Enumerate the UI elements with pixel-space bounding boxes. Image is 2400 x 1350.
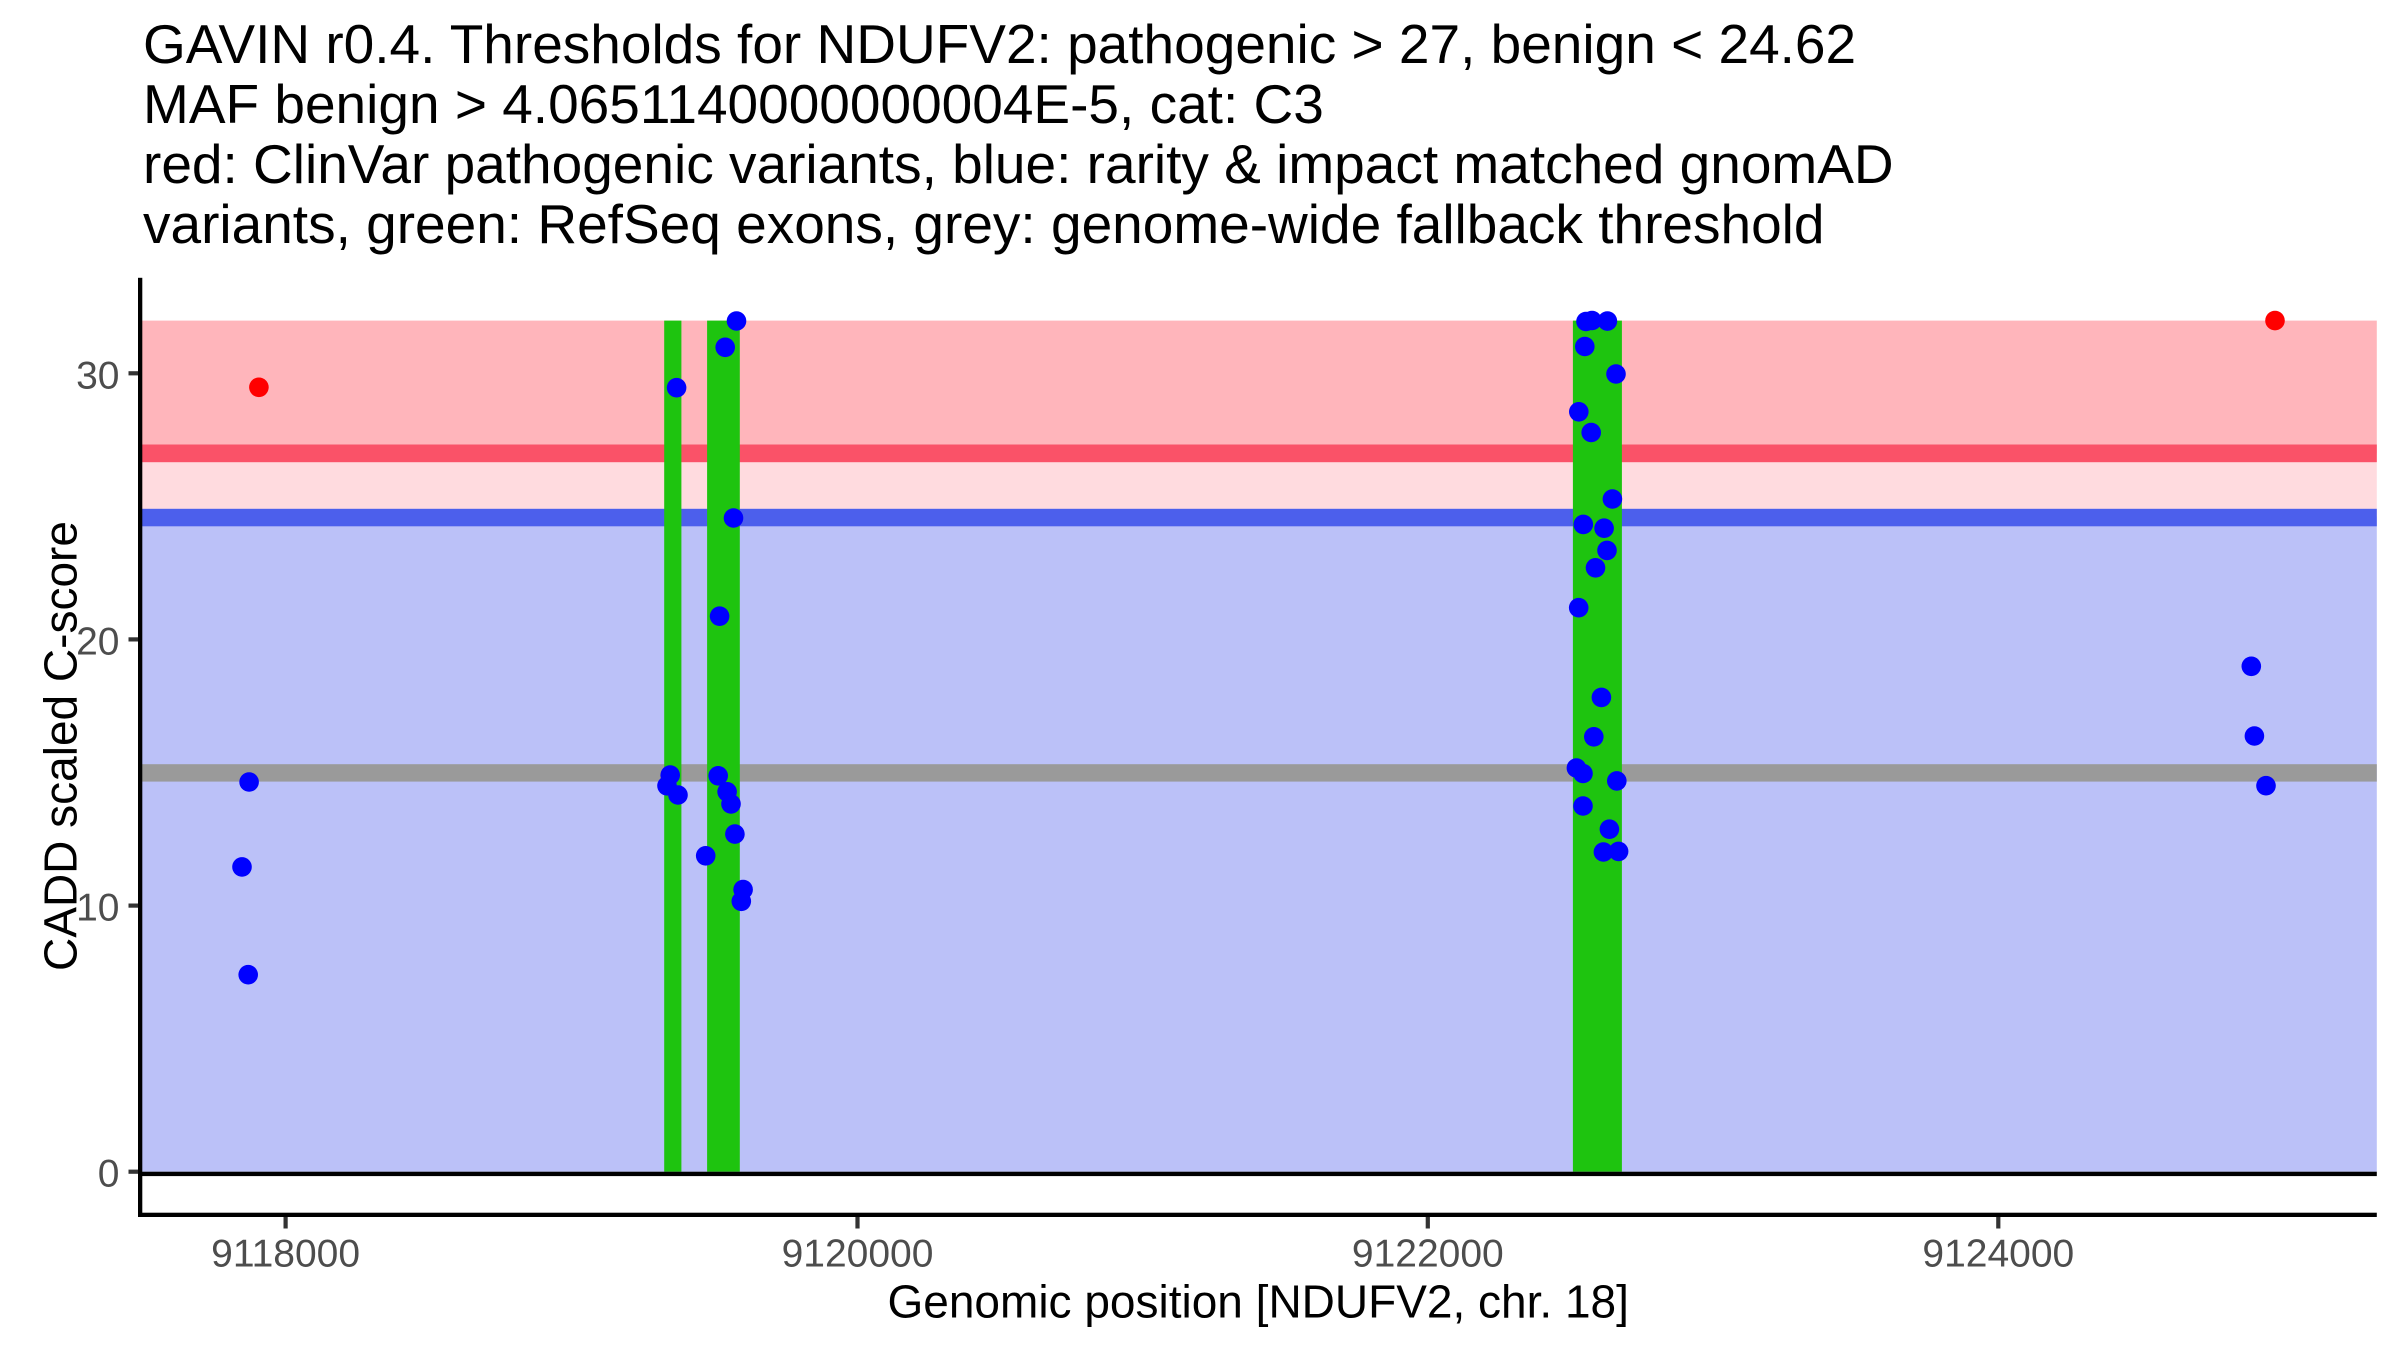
svg-text:9122000: 9122000	[1352, 1233, 1504, 1276]
svg-text:9118000: 9118000	[211, 1233, 360, 1276]
svg-text:30: 30	[76, 354, 119, 397]
svg-text:red: ClinVar pathogenic varian: red: ClinVar pathogenic variants, blue: …	[143, 133, 1894, 195]
svg-text:Genomic position [NDUFV2, chr.: Genomic position [NDUFV2, chr. 18]	[887, 1276, 1628, 1328]
svg-text:20: 20	[76, 620, 119, 663]
svg-text:10: 10	[76, 887, 119, 930]
svg-text:9120000: 9120000	[782, 1233, 934, 1276]
svg-text:9124000: 9124000	[1922, 1233, 2074, 1276]
svg-text:MAF benign > 4.065114000000000: MAF benign > 4.0651140000000004E-5, cat:…	[143, 73, 1324, 135]
svg-text:variants, green: RefSeq exons,: variants, green: RefSeq exons, grey: gen…	[143, 193, 1824, 255]
svg-text:0: 0	[98, 1153, 120, 1196]
svg-text:GAVIN r0.4. Thresholds for NDU: GAVIN r0.4. Thresholds for NDUFV2: patho…	[143, 13, 1856, 75]
svg-text:CADD scaled C-score: CADD scaled C-score	[35, 521, 87, 971]
